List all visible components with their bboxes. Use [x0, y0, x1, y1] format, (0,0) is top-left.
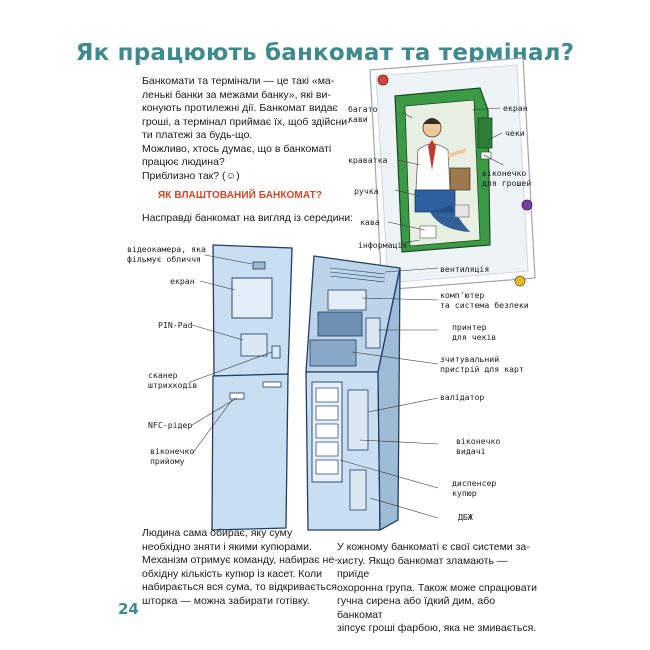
paragraph-line: шторка — можна забирати готівку.	[142, 594, 310, 607]
label-line: для грошей	[482, 178, 532, 188]
paragraph-line: хисту. Якщо банкомат зламають — приїде	[337, 554, 508, 581]
paragraph-line: Механізм отримує команду, набирає не-	[142, 554, 338, 566]
bottom-left-paragraph: Людина сама обирає, яку суму необхідно з…	[142, 527, 342, 608]
label-line: принтер	[452, 322, 487, 332]
label-bahato-kavy: багато кави	[348, 104, 378, 124]
inset-atm	[394, 87, 493, 253]
pin-purple-icon	[521, 199, 533, 211]
paragraph-line: обхідну кількість купюр із касет. Коли	[142, 567, 323, 580]
paragraph-line: необхідно зняти і якими купюрами.	[142, 540, 312, 553]
label-line: віконечко	[482, 168, 527, 178]
section-heading: ЯК ВЛАШТОВАНИЙ БАНКОМАТ?	[158, 190, 323, 201]
label-ekran: екран	[170, 276, 195, 286]
label-cheky: чеки	[505, 128, 525, 138]
label-line: пристрій для карт	[440, 364, 524, 374]
label-line: штрихкодів	[148, 380, 198, 390]
label-vikonechko-pryiomu: віконечко прийому	[150, 446, 194, 466]
label-vikonechko-hroshei: віконечко для грошей	[482, 168, 531, 188]
paragraph-line: зіпсує гроші фарбою, яка не змивається.	[337, 622, 537, 634]
pin-red-icon	[377, 74, 389, 86]
intro-line: гроші, а термінал приймає їх, щоб здійсн…	[142, 115, 351, 128]
label-line: багато	[348, 104, 378, 114]
label-line: видачі	[456, 446, 486, 456]
intro-line: працює людина?	[142, 156, 225, 168]
label-nfc: NFC-рідер	[148, 420, 193, 430]
label-line: віконечко	[150, 446, 195, 456]
label-inset-ekran: екран	[503, 103, 528, 113]
bottom-right-paragraph: У кожному банкоматі є свої системи за- х…	[337, 541, 542, 636]
paragraph-line: Людина сама обирає, яку суму	[142, 527, 293, 539]
label-line: купюр	[452, 488, 477, 498]
label-videokamera: відеокамера, яка фільмує обличчя	[127, 244, 206, 264]
label-validator: валідатор	[440, 392, 485, 402]
intro-line: Приблизно так? (☺)	[142, 169, 240, 182]
label-line: фільмує обличчя	[127, 254, 201, 264]
label-line: та система безпеки	[440, 300, 529, 310]
paragraph-line: охоронна група. Також може спрацювати	[337, 581, 538, 594]
label-line: для чеків	[452, 332, 497, 342]
pin-yellow-icon	[514, 275, 526, 287]
page-number: 24	[118, 600, 139, 618]
label-kava: кава	[360, 217, 380, 227]
label-ruchka: ручка	[354, 186, 379, 196]
intro-line: ленькі банки за межами банку», які ви-	[142, 88, 331, 101]
label-line: відеокамера, яка	[127, 244, 206, 254]
label-kompiuter: комп'ютер та система безпеки	[440, 290, 529, 310]
label-vikonechko-vydachi: віконечко видачі	[456, 436, 500, 456]
label-dyspenser: диспенсер купюр	[452, 478, 496, 498]
atm-body	[305, 255, 401, 532]
intro-line: ти платежі за будь-що.	[142, 129, 253, 141]
label-pin-pad: PIN-Pad	[158, 320, 193, 330]
subtitle: Насправді банкомат на вигляд із середини…	[142, 212, 354, 224]
intro-line: Банкомати та термінали — це такі «ма-	[142, 75, 335, 87]
label-line: комп'ютер	[440, 290, 485, 300]
label-line: кави	[348, 114, 368, 124]
label-line: сканер	[148, 370, 178, 380]
label-line: зчитувальний	[440, 354, 500, 364]
paragraph-line: гучна сирена або їдкий дим, або банкомат	[337, 595, 496, 621]
label-skaner: сканер штрихкодів	[148, 370, 197, 390]
intro-line: конують протилежні дії. Банкомат видає	[142, 102, 338, 114]
label-prynter: принтер для чеків	[452, 322, 496, 342]
label-informatsiia: інформація	[358, 240, 408, 250]
atm-door	[211, 244, 293, 531]
paragraph-line: набирається вся сума, то відкривається	[142, 581, 337, 593]
intro-line: Можливо, хтось думає, що в банкоматі	[142, 142, 332, 155]
paragraph-line: У кожному банкоматі є свої системи за-	[337, 541, 530, 553]
label-kravatka: краватка	[348, 155, 388, 165]
label-dbzh: ДБЖ	[458, 512, 473, 522]
label-ventyliatsiia: вентиляція	[440, 264, 490, 274]
label-line: прийому	[150, 456, 185, 466]
label-line: віконечко	[456, 436, 501, 446]
intro-paragraph: Банкомати та термінали — це такі «ма- ле…	[142, 75, 362, 183]
label-line: диспенсер	[452, 478, 497, 488]
label-zchytuvalnyi: зчитувальний пристрій для карт	[440, 354, 524, 374]
